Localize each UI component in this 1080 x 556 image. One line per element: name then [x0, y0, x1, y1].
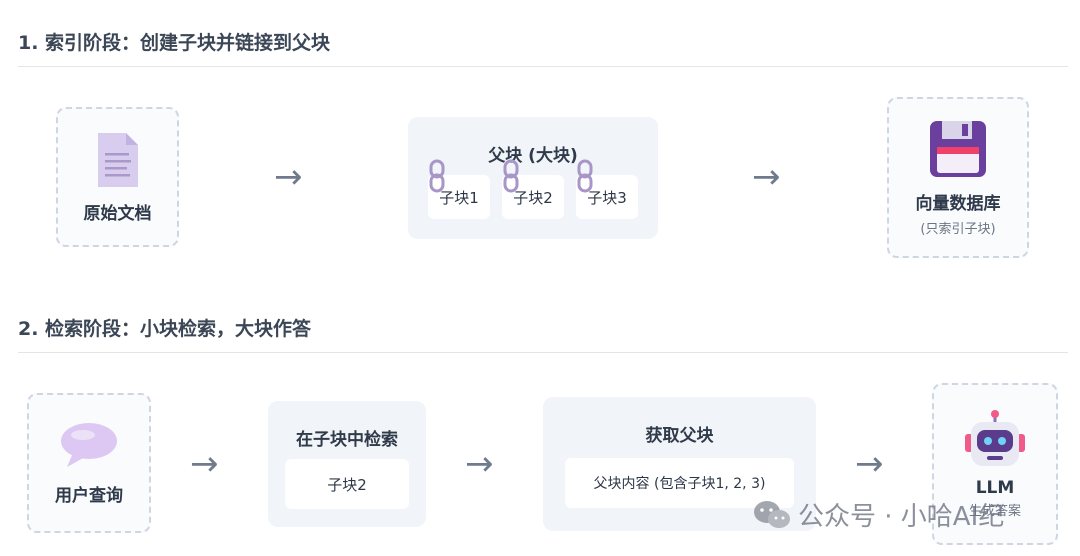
section2-divider	[18, 352, 1068, 353]
vector-database-box: 向量数据库 (只索引子块)	[887, 97, 1029, 258]
parent-content-card: 父块内容 (包含子块1, 2, 3)	[565, 458, 794, 508]
section1-divider	[18, 66, 1068, 67]
vector-database-sublabel: (只索引子块)	[920, 221, 996, 237]
child-chunk-1: 子块1	[428, 175, 490, 219]
arrow-doc-to-parent: →	[274, 157, 303, 197]
link-icon	[503, 159, 519, 193]
watermark: 公众号 · 小哈AI纪	[752, 496, 1004, 533]
search-result-chunk: 子块2	[285, 459, 409, 509]
fetch-parent-title: 获取父块	[645, 426, 714, 446]
vector-database-label: 向量数据库	[915, 193, 1001, 214]
original-document-box: 原始文档	[56, 107, 179, 247]
section2-title: 2. 检索阶段：小块检索，大块作答	[18, 318, 312, 340]
child-chunk-3: 子块3	[576, 175, 638, 219]
floppy-disk-icon	[930, 120, 986, 177]
llm-label: LLM	[975, 477, 1015, 498]
arrow-query-to-search: →	[190, 444, 219, 484]
document-icon	[97, 132, 138, 187]
watermark-text: 公众号 · 小哈AI纪	[798, 502, 1005, 532]
arrow-fetch-to-llm: →	[855, 444, 884, 484]
child-chunk-2: 子块2	[502, 175, 564, 219]
section1-title: 1. 索引阶段：创建子块并链接到父块	[18, 32, 331, 54]
link-icon	[577, 159, 593, 193]
robot-icon	[965, 409, 1025, 466]
search-child-title: 在子块中检索	[296, 430, 398, 450]
speech-bubble-icon	[61, 422, 117, 467]
link-icon	[429, 159, 445, 193]
arrow-search-to-fetch: →	[465, 444, 494, 484]
user-query-label: 用户查询	[55, 485, 123, 506]
original-document-label: 原始文档	[83, 203, 152, 224]
parent-chunk-box: 父块 (大块) 子块1 子块2 子块3	[408, 117, 658, 239]
search-child-box: 在子块中检索 子块2	[268, 401, 426, 527]
arrow-parent-to-db: →	[752, 157, 781, 197]
llm-sublabel: 生成答案	[968, 503, 1021, 519]
llm-box: LLM 生成答案	[932, 383, 1058, 545]
user-query-box: 用户查询	[27, 393, 151, 533]
wechat-icon	[754, 500, 790, 528]
